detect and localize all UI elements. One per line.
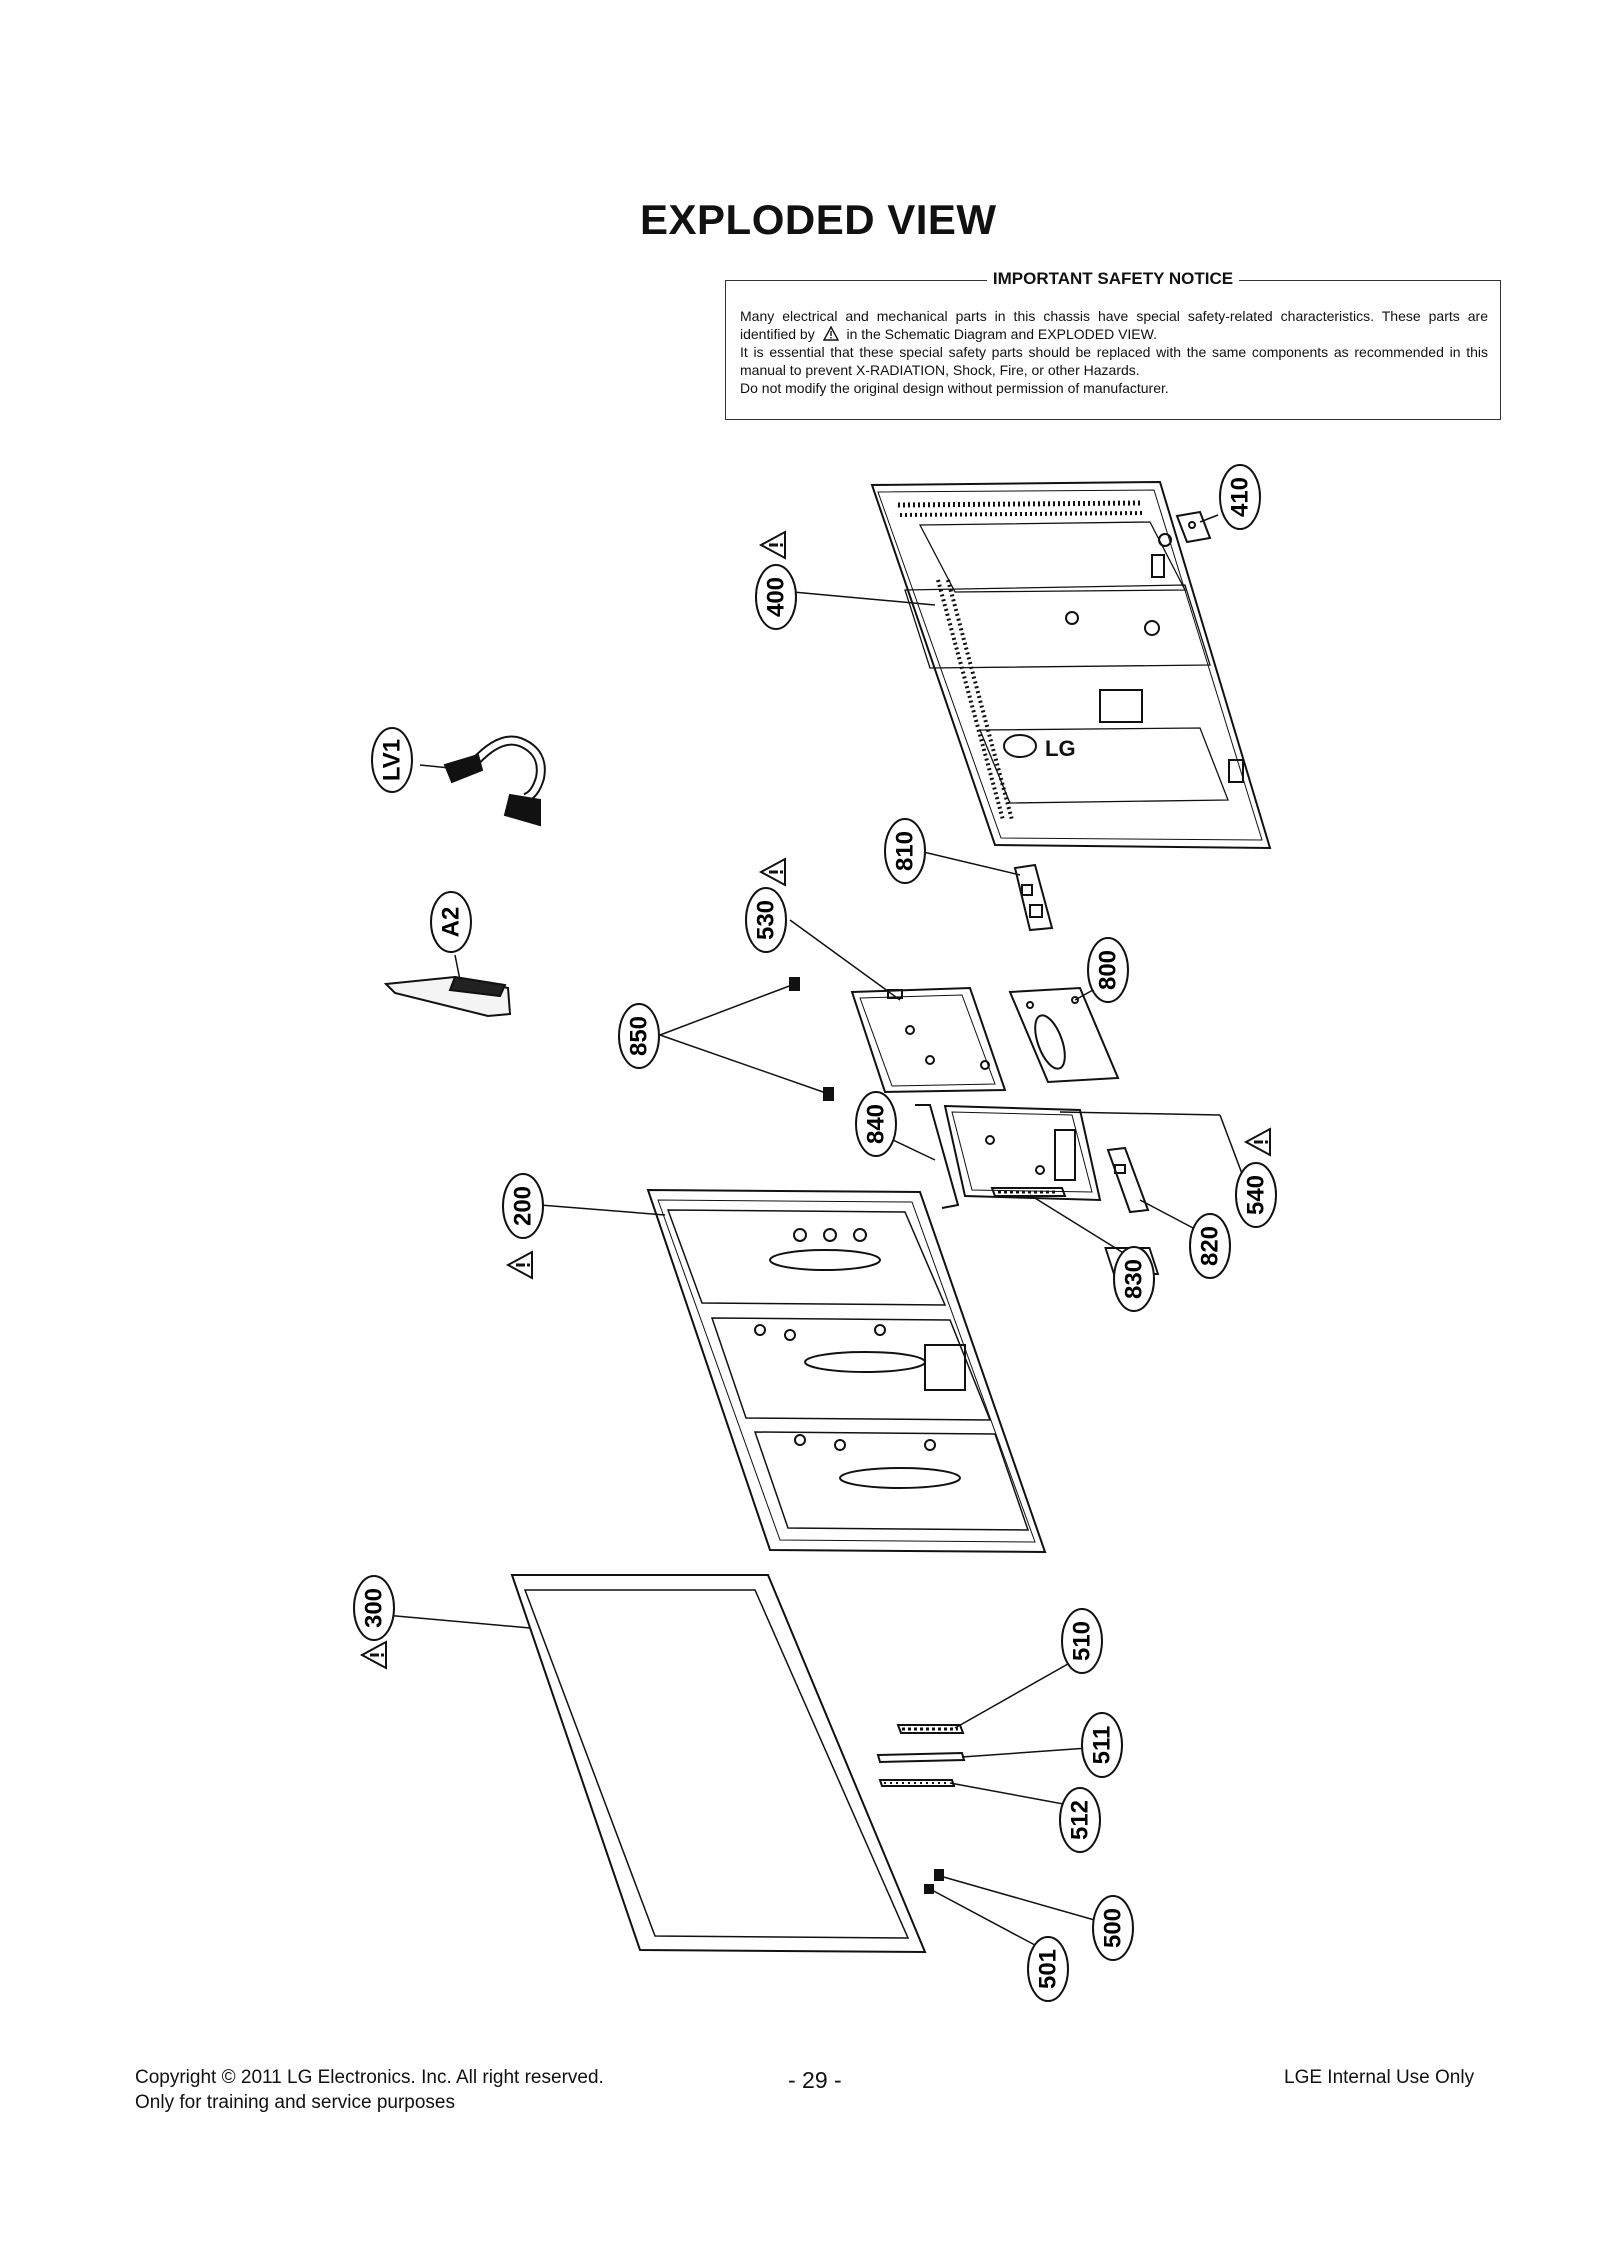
- callout-501: 501: [1027, 1936, 1069, 2002]
- callout-512: 512: [1059, 1787, 1101, 1853]
- part-512-strip: [878, 1779, 956, 1787]
- callout-840: 840: [855, 1091, 897, 1157]
- part-820-module: [1106, 1146, 1150, 1214]
- callout-820: 820: [1189, 1213, 1231, 1279]
- callout-a2: A2: [430, 891, 472, 953]
- safety-notice-line3: Do not modify the original design withou…: [740, 380, 1169, 396]
- callout-830: 830: [1113, 1246, 1155, 1312]
- part-200-frame: [646, 1188, 1160, 1554]
- svg-text:840: 840: [863, 1104, 890, 1144]
- svg-text:820: 820: [1197, 1226, 1224, 1266]
- footer-copyright: Copyright © 2011 LG Electronics. Inc. Al…: [135, 2067, 604, 2088]
- warning-triangle-icon: [822, 326, 839, 341]
- part-300-bezel: [510, 1574, 927, 1954]
- callout-500: 500: [1092, 1895, 1134, 1961]
- part-850-screws: [789, 977, 834, 1101]
- part-511-strip: [876, 1751, 966, 1764]
- svg-text:400: 400: [763, 577, 790, 617]
- svg-text:200: 200: [510, 1186, 537, 1226]
- part-530-main-board: [850, 986, 1007, 1094]
- safety-notice-body: Many electrical and mechanical parts in …: [740, 307, 1488, 397]
- part-510-strip: [896, 1724, 965, 1734]
- safety-notice-line2: It is essential that these special safet…: [740, 344, 1488, 378]
- callout-540: 540: [1235, 1162, 1277, 1228]
- footer-page-number: - 29 -: [788, 2067, 842, 2093]
- callout-810: 810: [884, 818, 926, 884]
- part-a2-remote: [383, 975, 512, 1018]
- part-lv1-cable: [443, 735, 546, 827]
- callout-850: 850: [618, 1003, 660, 1069]
- callout-530: 530: [745, 887, 787, 953]
- safety-notice-line1-post: in the Schematic Diagram and EXPLODED VI…: [846, 326, 1157, 342]
- svg-text:830: 830: [1121, 1259, 1148, 1299]
- part-540-board: [943, 1104, 1102, 1202]
- svg-text:810: 810: [892, 831, 919, 871]
- svg-text:LV1: LV1: [379, 739, 406, 781]
- svg-text:512: 512: [1067, 1800, 1094, 1840]
- part-840-bracket: [915, 1104, 960, 1209]
- safety-notice-box: IMPORTANT SAFETY NOTICE Many electrical …: [725, 269, 1501, 420]
- callout-400: 400: [755, 564, 797, 630]
- part-500-button: [934, 1869, 944, 1881]
- svg-text:510: 510: [1069, 1621, 1096, 1661]
- svg-text:530: 530: [753, 900, 780, 940]
- safety-notice-line1-pre: Many electrical and mechanical parts in …: [740, 308, 1488, 342]
- part-800-shield: [1008, 986, 1120, 1084]
- part-830-strip: [990, 1187, 1067, 1197]
- callout-410: 410: [1219, 464, 1261, 530]
- safety-notice-heading: IMPORTANT SAFETY NOTICE: [986, 269, 1240, 288]
- callout-200: 200: [502, 1173, 544, 1239]
- footer-training: Only for training and service purposes: [135, 2092, 455, 2113]
- svg-text:500: 500: [1100, 1908, 1127, 1948]
- svg-text:800: 800: [1095, 950, 1122, 990]
- svg-text:A2: A2: [438, 907, 465, 938]
- part-400-back-cover: LG: [870, 480, 1272, 850]
- callout-510: 510: [1061, 1608, 1103, 1674]
- svg-text:300: 300: [361, 1588, 388, 1628]
- footer-internal-use: LGE Internal Use Only: [1284, 2067, 1475, 2088]
- callout-511: 511: [1081, 1712, 1123, 1778]
- svg-text:410: 410: [1227, 477, 1254, 517]
- part-410-bracket: [1175, 510, 1212, 544]
- svg-text:850: 850: [626, 1016, 653, 1056]
- callout-800: 800: [1087, 937, 1129, 1003]
- callout-300: 300: [353, 1575, 395, 1641]
- svg-text:501: 501: [1035, 1949, 1062, 1989]
- leader-lines: [384, 514, 1251, 1953]
- svg-text:LG: LG: [1045, 736, 1076, 761]
- part-810-module: [1013, 863, 1054, 932]
- page-title: EXPLODED VIEW: [640, 196, 997, 243]
- callout-lv1: LV1: [371, 727, 413, 793]
- svg-text:511: 511: [1089, 1726, 1116, 1765]
- svg-text:540: 540: [1243, 1175, 1270, 1215]
